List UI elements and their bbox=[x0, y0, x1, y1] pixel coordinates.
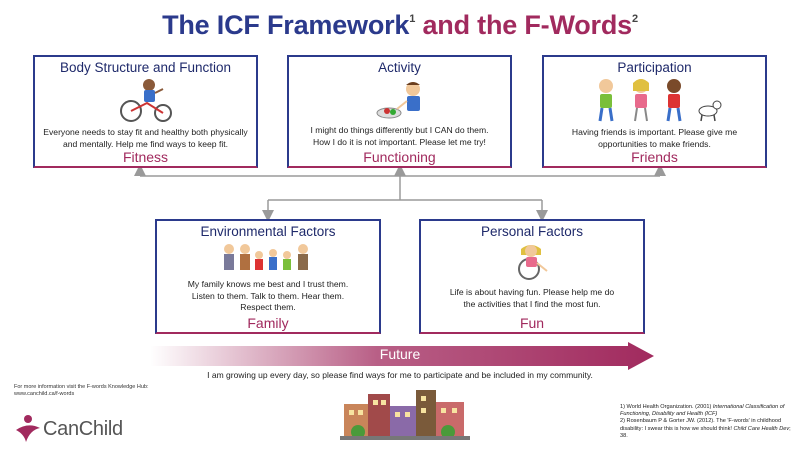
child-on-tricycle-illustration bbox=[120, 79, 172, 122]
friends-with-dog-illustration bbox=[598, 79, 722, 122]
box-personal-factors: Personal Factors Life is about having fu… bbox=[419, 219, 645, 334]
canchild-logo-icon bbox=[16, 415, 40, 442]
box-heading: Environmental Factors bbox=[200, 224, 336, 239]
family-group-illustration bbox=[224, 244, 308, 270]
box-heading: Personal Factors bbox=[480, 224, 584, 239]
box-text: Everyone needs to stay fit and healthy b… bbox=[43, 127, 248, 149]
title-sup-1: 1 bbox=[409, 13, 416, 25]
box-heading: Participation bbox=[617, 60, 692, 75]
fword-functioning: Functioning bbox=[363, 149, 436, 165]
girl-in-wheelchair-illustration bbox=[518, 245, 548, 280]
box-heading: Body Structure and Function bbox=[59, 60, 232, 75]
fword-friends: Friends bbox=[631, 149, 678, 165]
reference-1: 1) World Health Organization. (2001) Int… bbox=[620, 404, 785, 418]
box-text: My family knows me best and I trust them… bbox=[187, 279, 349, 312]
page-title: The ICF Framework1 and the F-Words2 bbox=[0, 10, 800, 41]
future-arrow bbox=[150, 342, 654, 370]
title-part-icf: The ICF Framework bbox=[162, 10, 410, 40]
box-heading: Activity bbox=[378, 60, 421, 75]
future-text: I am growing up every day, so please fin… bbox=[207, 370, 593, 380]
knowledge-hub-link[interactable]: www.canchild.ca/f-words bbox=[14, 391, 75, 397]
child-eating-illustration bbox=[376, 82, 420, 119]
fword-fitness: Fitness bbox=[122, 149, 169, 165]
community-city-illustration bbox=[340, 390, 470, 440]
title-part-fwords: and the F-Words bbox=[422, 10, 632, 40]
box-text: Life is about having fun. Please help me… bbox=[449, 287, 615, 309]
fword-family: Family bbox=[247, 315, 289, 331]
box-activity: Activity I might do things differently b… bbox=[287, 55, 512, 168]
box-body-structure: Body Structure and Function Everyone nee… bbox=[33, 55, 258, 168]
references: 1) World Health Organization. (2001) Int… bbox=[620, 404, 792, 440]
future-label: Future bbox=[379, 346, 421, 362]
fword-fun: Fun bbox=[519, 315, 545, 331]
box-environmental-factors: Environmental Factors My family knows me… bbox=[155, 219, 381, 334]
box-participation: Participation Having friends is importan… bbox=[542, 55, 767, 168]
box-text: I might do things differently but I CAN … bbox=[310, 125, 489, 147]
title-sup-2: 2 bbox=[631, 13, 638, 25]
reference-2: 2) Rosenbaum P & Gorter JW. (2012). The … bbox=[620, 418, 791, 439]
more-info: For more information visit the F-words K… bbox=[14, 384, 149, 397]
canchild-logo-text: CanChild bbox=[43, 418, 123, 440]
box-text: Having friends is important. Please give… bbox=[571, 127, 738, 149]
